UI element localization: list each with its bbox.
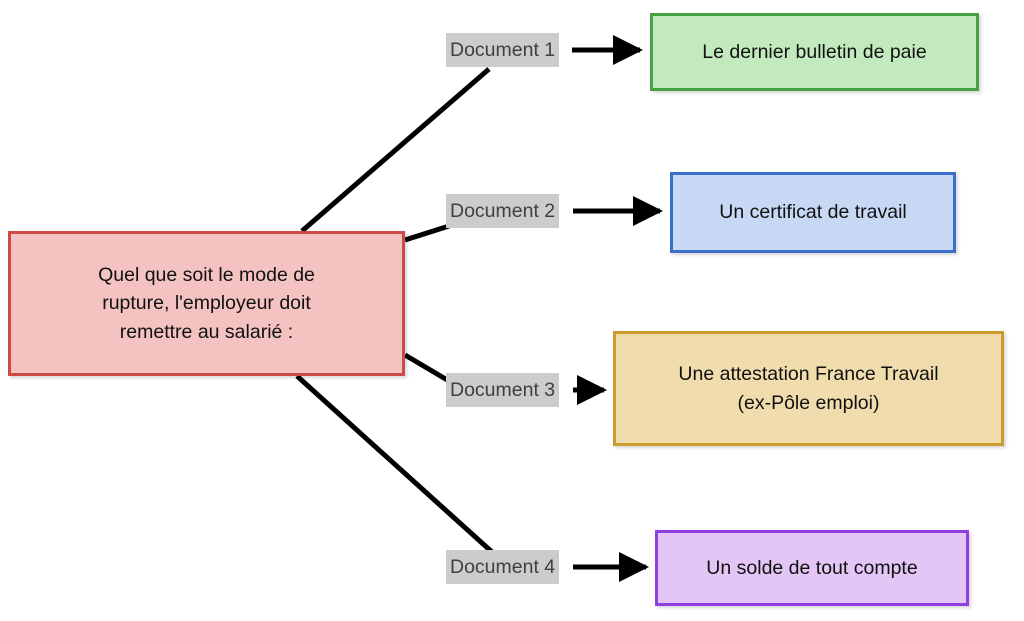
node-target-3-line-1: Une attestation France Travail	[678, 363, 939, 386]
edge-label-document-2: Document 2	[446, 194, 560, 228]
connector-source-to-document-4	[295, 374, 494, 554]
edge-label-document-3: Document 3	[446, 373, 560, 407]
node-target-1-text: Le dernier bulletin de paie	[702, 38, 926, 66]
node-source[interactable]: Quel que soit le mode de rupture, l'empl…	[8, 231, 405, 376]
node-source-line-3: remettre au salarié :	[119, 320, 294, 343]
connector-source-to-document-2	[404, 223, 450, 243]
node-target-2-text: Un certificat de travail	[719, 198, 907, 226]
node-target-bulletin-de-paie[interactable]: Le dernier bulletin de paie	[650, 13, 979, 91]
node-target-solde-de-tout-compte[interactable]: Un solde de tout compte	[655, 530, 969, 606]
node-target-2-line-1: Un certificat de travail	[719, 201, 907, 224]
node-target-1-line-1: Le dernier bulletin de paie	[702, 40, 927, 63]
node-source-line-1: Quel que soit le mode de	[98, 264, 315, 287]
connector-source-to-document-1	[300, 67, 491, 233]
node-target-certificat-de-travail[interactable]: Un certificat de travail	[670, 172, 956, 253]
node-target-4-line-1: Un solde de tout compte	[706, 556, 918, 579]
edge-label-document-4: Document 4	[446, 550, 560, 584]
node-source-text: Quel que soit le mode de rupture, l'empl…	[98, 261, 315, 346]
node-target-attestation-france-travail[interactable]: Une attestation France Travail (ex-Pôle …	[613, 331, 1004, 446]
node-target-3-text: Une attestation France Travail (ex-Pôle …	[678, 360, 938, 417]
connector-source-to-document-3	[403, 352, 451, 384]
node-source-line-2: rupture, l'employeur doit	[102, 292, 311, 315]
node-target-4-text: Un solde de tout compte	[706, 554, 917, 582]
edge-label-document-1: Document 1	[446, 33, 560, 67]
node-target-3-line-2: (ex-Pôle emploi)	[737, 391, 880, 414]
